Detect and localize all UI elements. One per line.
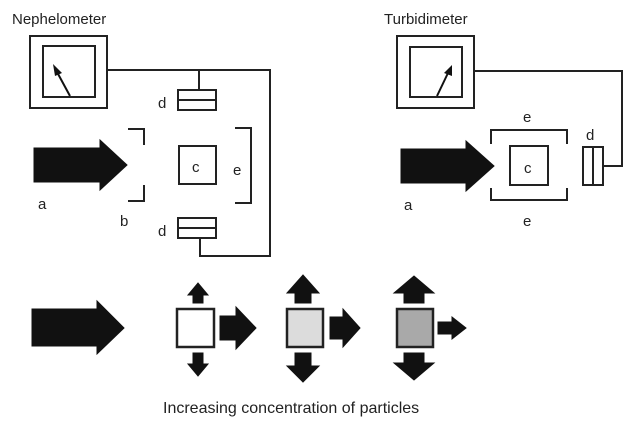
turbidimeter-title: Turbidimeter bbox=[384, 11, 468, 28]
scatter-up-arrow-icon bbox=[285, 274, 321, 304]
aperture-top bbox=[128, 128, 145, 145]
meter-dial-face bbox=[409, 46, 463, 98]
detector-top bbox=[177, 89, 217, 111]
meter-needle-icon bbox=[436, 65, 452, 97]
light-beam-arrow-icon bbox=[33, 138, 128, 192]
scatter-down-arrow-icon bbox=[392, 352, 436, 381]
cuvette bbox=[178, 145, 217, 185]
label-e-top: e bbox=[523, 109, 531, 126]
bracket-e bbox=[235, 127, 252, 204]
sample-low bbox=[175, 282, 257, 377]
label-b: b bbox=[120, 213, 128, 230]
label-d-top: d bbox=[158, 95, 166, 112]
label-d-bottom: d bbox=[158, 223, 166, 240]
label-c: c bbox=[192, 159, 200, 176]
sample-high bbox=[392, 275, 467, 381]
label-d: d bbox=[586, 127, 594, 144]
meter-needle-icon bbox=[53, 64, 71, 97]
scatter-down-arrow-icon bbox=[285, 352, 321, 383]
cuvette bbox=[509, 145, 549, 186]
label-a: a bbox=[404, 197, 413, 214]
transmitted-arrow-icon bbox=[329, 307, 361, 349]
label-e-bottom: e bbox=[523, 213, 531, 230]
label-a: a bbox=[38, 196, 47, 213]
nephelometer-wire bbox=[107, 69, 271, 257]
bracket-e-bottom bbox=[490, 188, 568, 201]
scatter-up-arrow-icon bbox=[186, 282, 210, 304]
turbidimeter-wire bbox=[474, 70, 623, 167]
transmitted-arrow-icon bbox=[437, 315, 467, 341]
light-beam-arrow-icon bbox=[400, 139, 495, 193]
detector bbox=[582, 146, 604, 186]
scatter-up-arrow-icon bbox=[392, 275, 436, 304]
particle-concentration-row: Increasing concentration of particles bbox=[31, 274, 467, 417]
incident-light-arrow-icon bbox=[31, 299, 125, 356]
caption: Increasing concentration of particles bbox=[163, 400, 419, 417]
sample-medium bbox=[285, 274, 361, 383]
sample-cuvette bbox=[395, 307, 435, 349]
scatter-down-arrow-icon bbox=[186, 352, 210, 377]
nephelometer-title: Nephelometer bbox=[12, 11, 106, 28]
detector-bottom bbox=[177, 217, 217, 239]
sample-cuvette bbox=[285, 307, 325, 349]
turbidimeter-diagram: Turbidimeter d a e e c bbox=[384, 11, 623, 230]
meter-dial-face bbox=[42, 45, 96, 98]
turbidimeter-meter bbox=[396, 35, 475, 109]
label-c: c bbox=[524, 160, 532, 177]
sample-cuvette bbox=[175, 307, 216, 349]
label-e: e bbox=[233, 162, 241, 179]
transmitted-arrow-icon bbox=[219, 305, 257, 351]
nephelometer-meter bbox=[29, 35, 108, 109]
nephelometer-diagram: Nephelometer d d a b bbox=[12, 11, 271, 257]
bracket-e-top bbox=[490, 129, 568, 144]
aperture-bottom bbox=[128, 185, 145, 202]
